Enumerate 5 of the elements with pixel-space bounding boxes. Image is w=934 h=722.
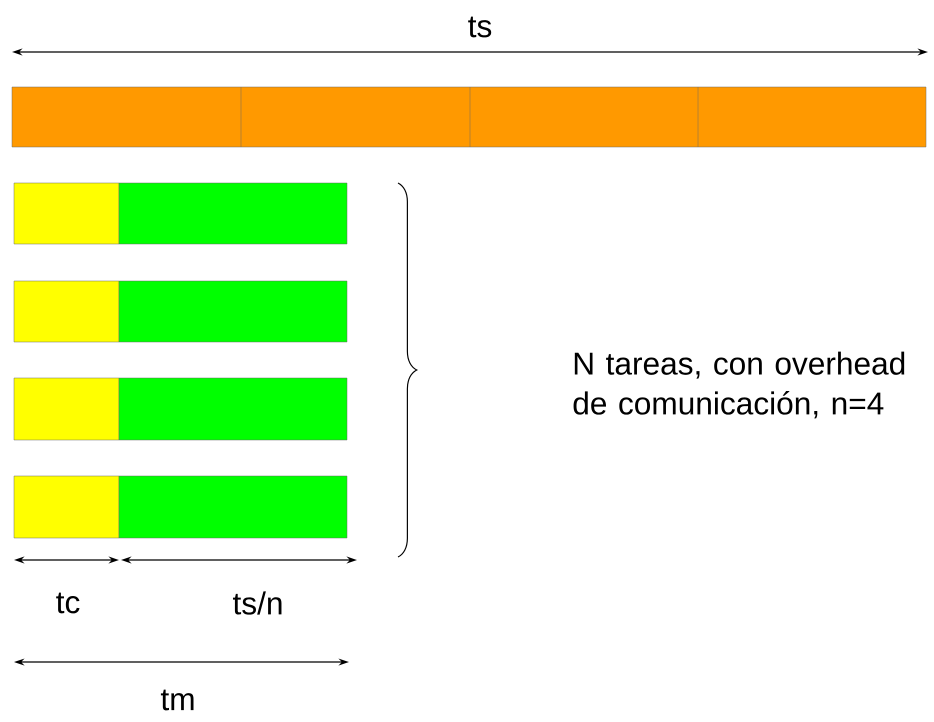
label: ts/n [233, 591, 282, 615]
label: tc [56, 592, 80, 614]
label: ts [468, 16, 492, 38]
label: N tareas, con overhead de comunicación, n=4 [574, 352, 904, 418]
label: tm [160, 690, 194, 710]
